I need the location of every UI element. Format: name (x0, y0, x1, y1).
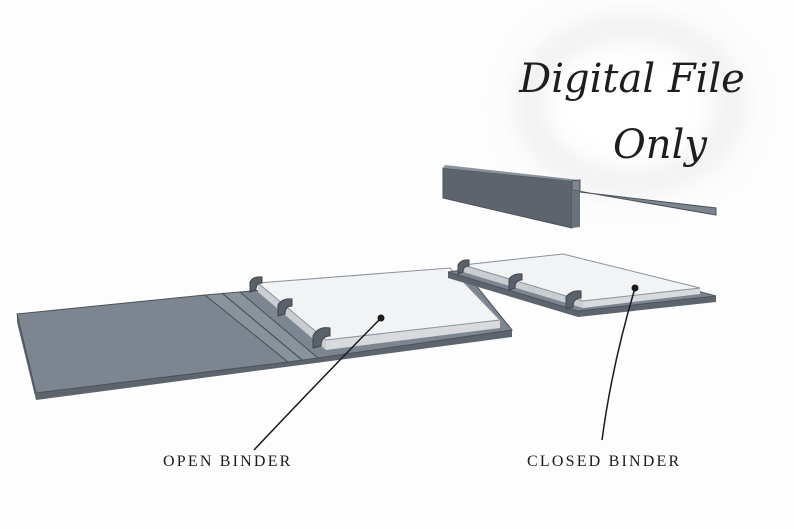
closed-binder-paper-side (463, 265, 583, 308)
closed-binder-leader (601, 284, 639, 441)
badge-line-1: Digital File (518, 56, 745, 102)
open-binder-leader (253, 314, 385, 451)
open-binder-illustration (16, 267, 513, 400)
open-binder-ring-1 (249, 276, 263, 293)
badge-line-2: Only (613, 122, 708, 168)
closed-binder-ring-3 (565, 290, 582, 310)
closed-binder-ring-2 (508, 273, 523, 291)
closed-binder-label: CLOSED BINDER (527, 453, 682, 470)
closed-binder-paper (462, 253, 701, 302)
closed-binder-base-edge (448, 272, 716, 317)
closed-binder-lid-hinge (572, 190, 580, 228)
open-binder-base-edge (17, 314, 512, 400)
digital-file-only-badge: Digital File Only (518, 20, 745, 190)
open-binder-ring-2 (277, 298, 293, 317)
closed-binder-leader-line (601, 287, 636, 441)
open-binder-paper-left-side (258, 283, 326, 350)
closed-binder-ring-1 (457, 259, 470, 275)
open-binder-leader-line (253, 317, 382, 451)
closed-binder-paper-front (583, 288, 700, 308)
open-binder-paper-side (326, 320, 500, 350)
open-binder-label: OPEN BINDER (163, 453, 293, 470)
open-binder-ring-3 (312, 327, 331, 349)
closed-binder-illustration (442, 165, 717, 317)
open-binder-paper (256, 267, 502, 341)
closed-binder-lid-top (443, 165, 580, 181)
